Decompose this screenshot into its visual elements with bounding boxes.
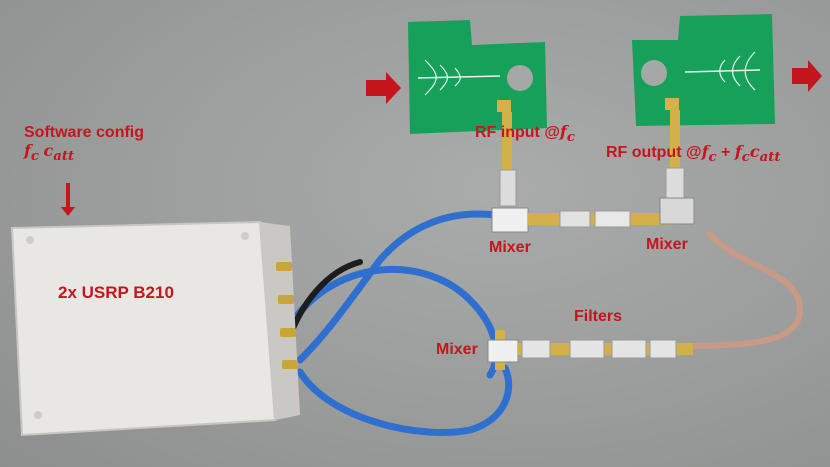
mixer-label-input: Mixer <box>489 239 531 256</box>
output-antenna-board <box>632 14 775 126</box>
arrow-right-icon <box>792 60 822 92</box>
upper-rf-chain <box>491 110 695 233</box>
mixer-label-output: Mixer <box>646 236 688 253</box>
mixer-label-lower: Mixer <box>436 341 478 358</box>
annotation-arrows <box>61 60 822 216</box>
copper-coax-cable <box>689 230 804 349</box>
lower-rf-chain <box>487 330 693 370</box>
blue-coax-cables <box>278 210 513 436</box>
arrow-down-icon <box>61 183 75 216</box>
filters-label: Filters <box>574 308 623 325</box>
usrp-chassis <box>10 220 300 437</box>
rf-output-label: RF output @fc + fccatt <box>606 142 781 166</box>
software-config-label: Software config fc catt <box>24 124 145 164</box>
input-antenna-board <box>408 20 547 134</box>
arrow-right-icon <box>366 72 401 104</box>
usrp-label: 2x USRP B210 <box>58 283 174 302</box>
rf-input-label: RF input @fc <box>475 122 575 146</box>
